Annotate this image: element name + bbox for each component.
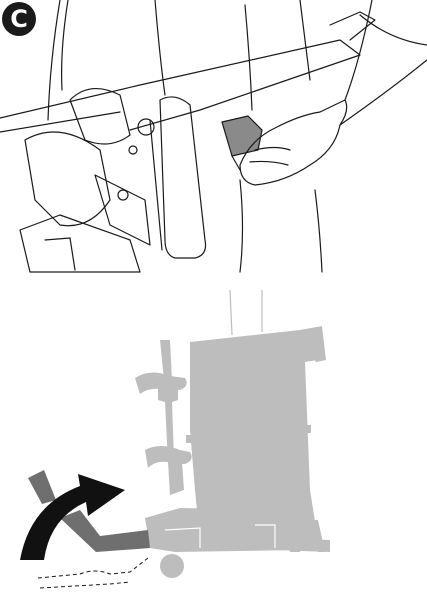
lower-bracket <box>95 175 150 245</box>
background-line-6 <box>240 180 243 272</box>
lever-detail-svg <box>0 0 427 280</box>
frame-silhouette <box>135 326 330 578</box>
base-detail <box>45 238 75 270</box>
frame-upright <box>160 97 206 258</box>
tilt-illustration <box>0 290 427 594</box>
finger-line-1 <box>255 148 290 151</box>
frame-upright-edge <box>150 120 162 250</box>
background-line-2 <box>62 0 68 90</box>
seat-clamp <box>70 89 130 144</box>
background-line-5 <box>300 0 310 80</box>
background-line-7 <box>315 190 322 272</box>
background-line-1 <box>48 0 60 120</box>
tilt-svg <box>0 290 427 594</box>
side-bracket <box>25 132 110 226</box>
finger-line-2 <box>250 161 288 165</box>
sleeve-cuff <box>360 15 427 45</box>
lever-detail-illustration <box>0 0 427 280</box>
rail-lower <box>0 112 120 132</box>
forearm-upper <box>345 0 372 100</box>
forearm-lower <box>340 60 427 125</box>
lever-stem <box>232 156 240 170</box>
bolt-1 <box>118 190 128 200</box>
tilt-guide-lines <box>230 290 262 335</box>
bolt-2 <box>129 146 137 154</box>
pedal-ghost-outline <box>38 558 148 588</box>
rail-upper <box>0 40 360 130</box>
